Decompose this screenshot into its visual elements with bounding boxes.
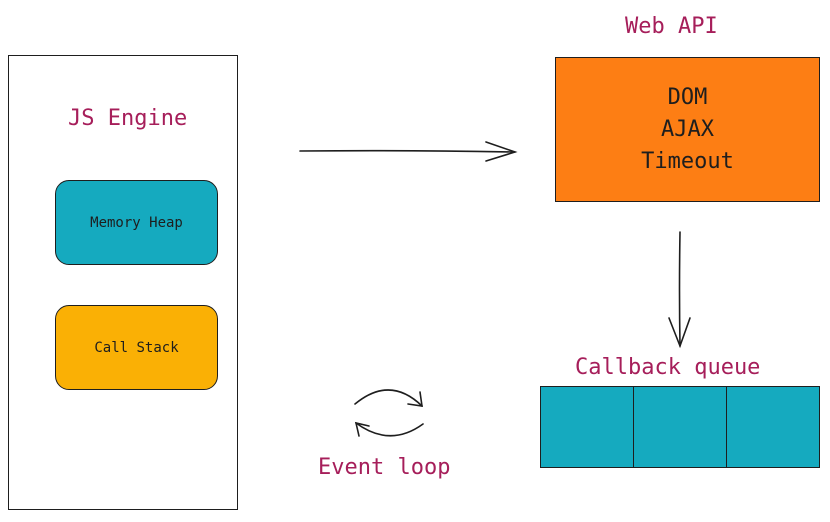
web-api-item-timeout: Timeout bbox=[641, 148, 734, 174]
web-api-box: DOM AJAX Timeout bbox=[555, 57, 820, 202]
queue-cell bbox=[541, 387, 634, 467]
callback-queue bbox=[540, 386, 820, 468]
call-stack-box: Call Stack bbox=[55, 305, 218, 390]
callback-queue-title: Callback queue bbox=[575, 355, 761, 380]
webapi-to-queue-arrow bbox=[668, 231, 691, 349]
event-loop-icon bbox=[354, 389, 424, 437]
event-loop-label: Event loop bbox=[318, 455, 451, 480]
web-api-item-dom: DOM bbox=[667, 84, 708, 110]
engine-to-webapi-arrow bbox=[299, 141, 518, 162]
memory-heap-box: Memory Heap bbox=[55, 180, 218, 265]
call-stack-label: Call Stack bbox=[94, 339, 179, 356]
js-engine-panel bbox=[8, 55, 238, 510]
web-api-item-ajax: AJAX bbox=[661, 116, 714, 142]
memory-heap-label: Memory Heap bbox=[90, 214, 183, 231]
web-api-title: Web API bbox=[625, 14, 718, 39]
queue-cell bbox=[727, 387, 819, 467]
queue-cell bbox=[634, 387, 727, 467]
js-engine-title: JS Engine bbox=[68, 106, 188, 131]
